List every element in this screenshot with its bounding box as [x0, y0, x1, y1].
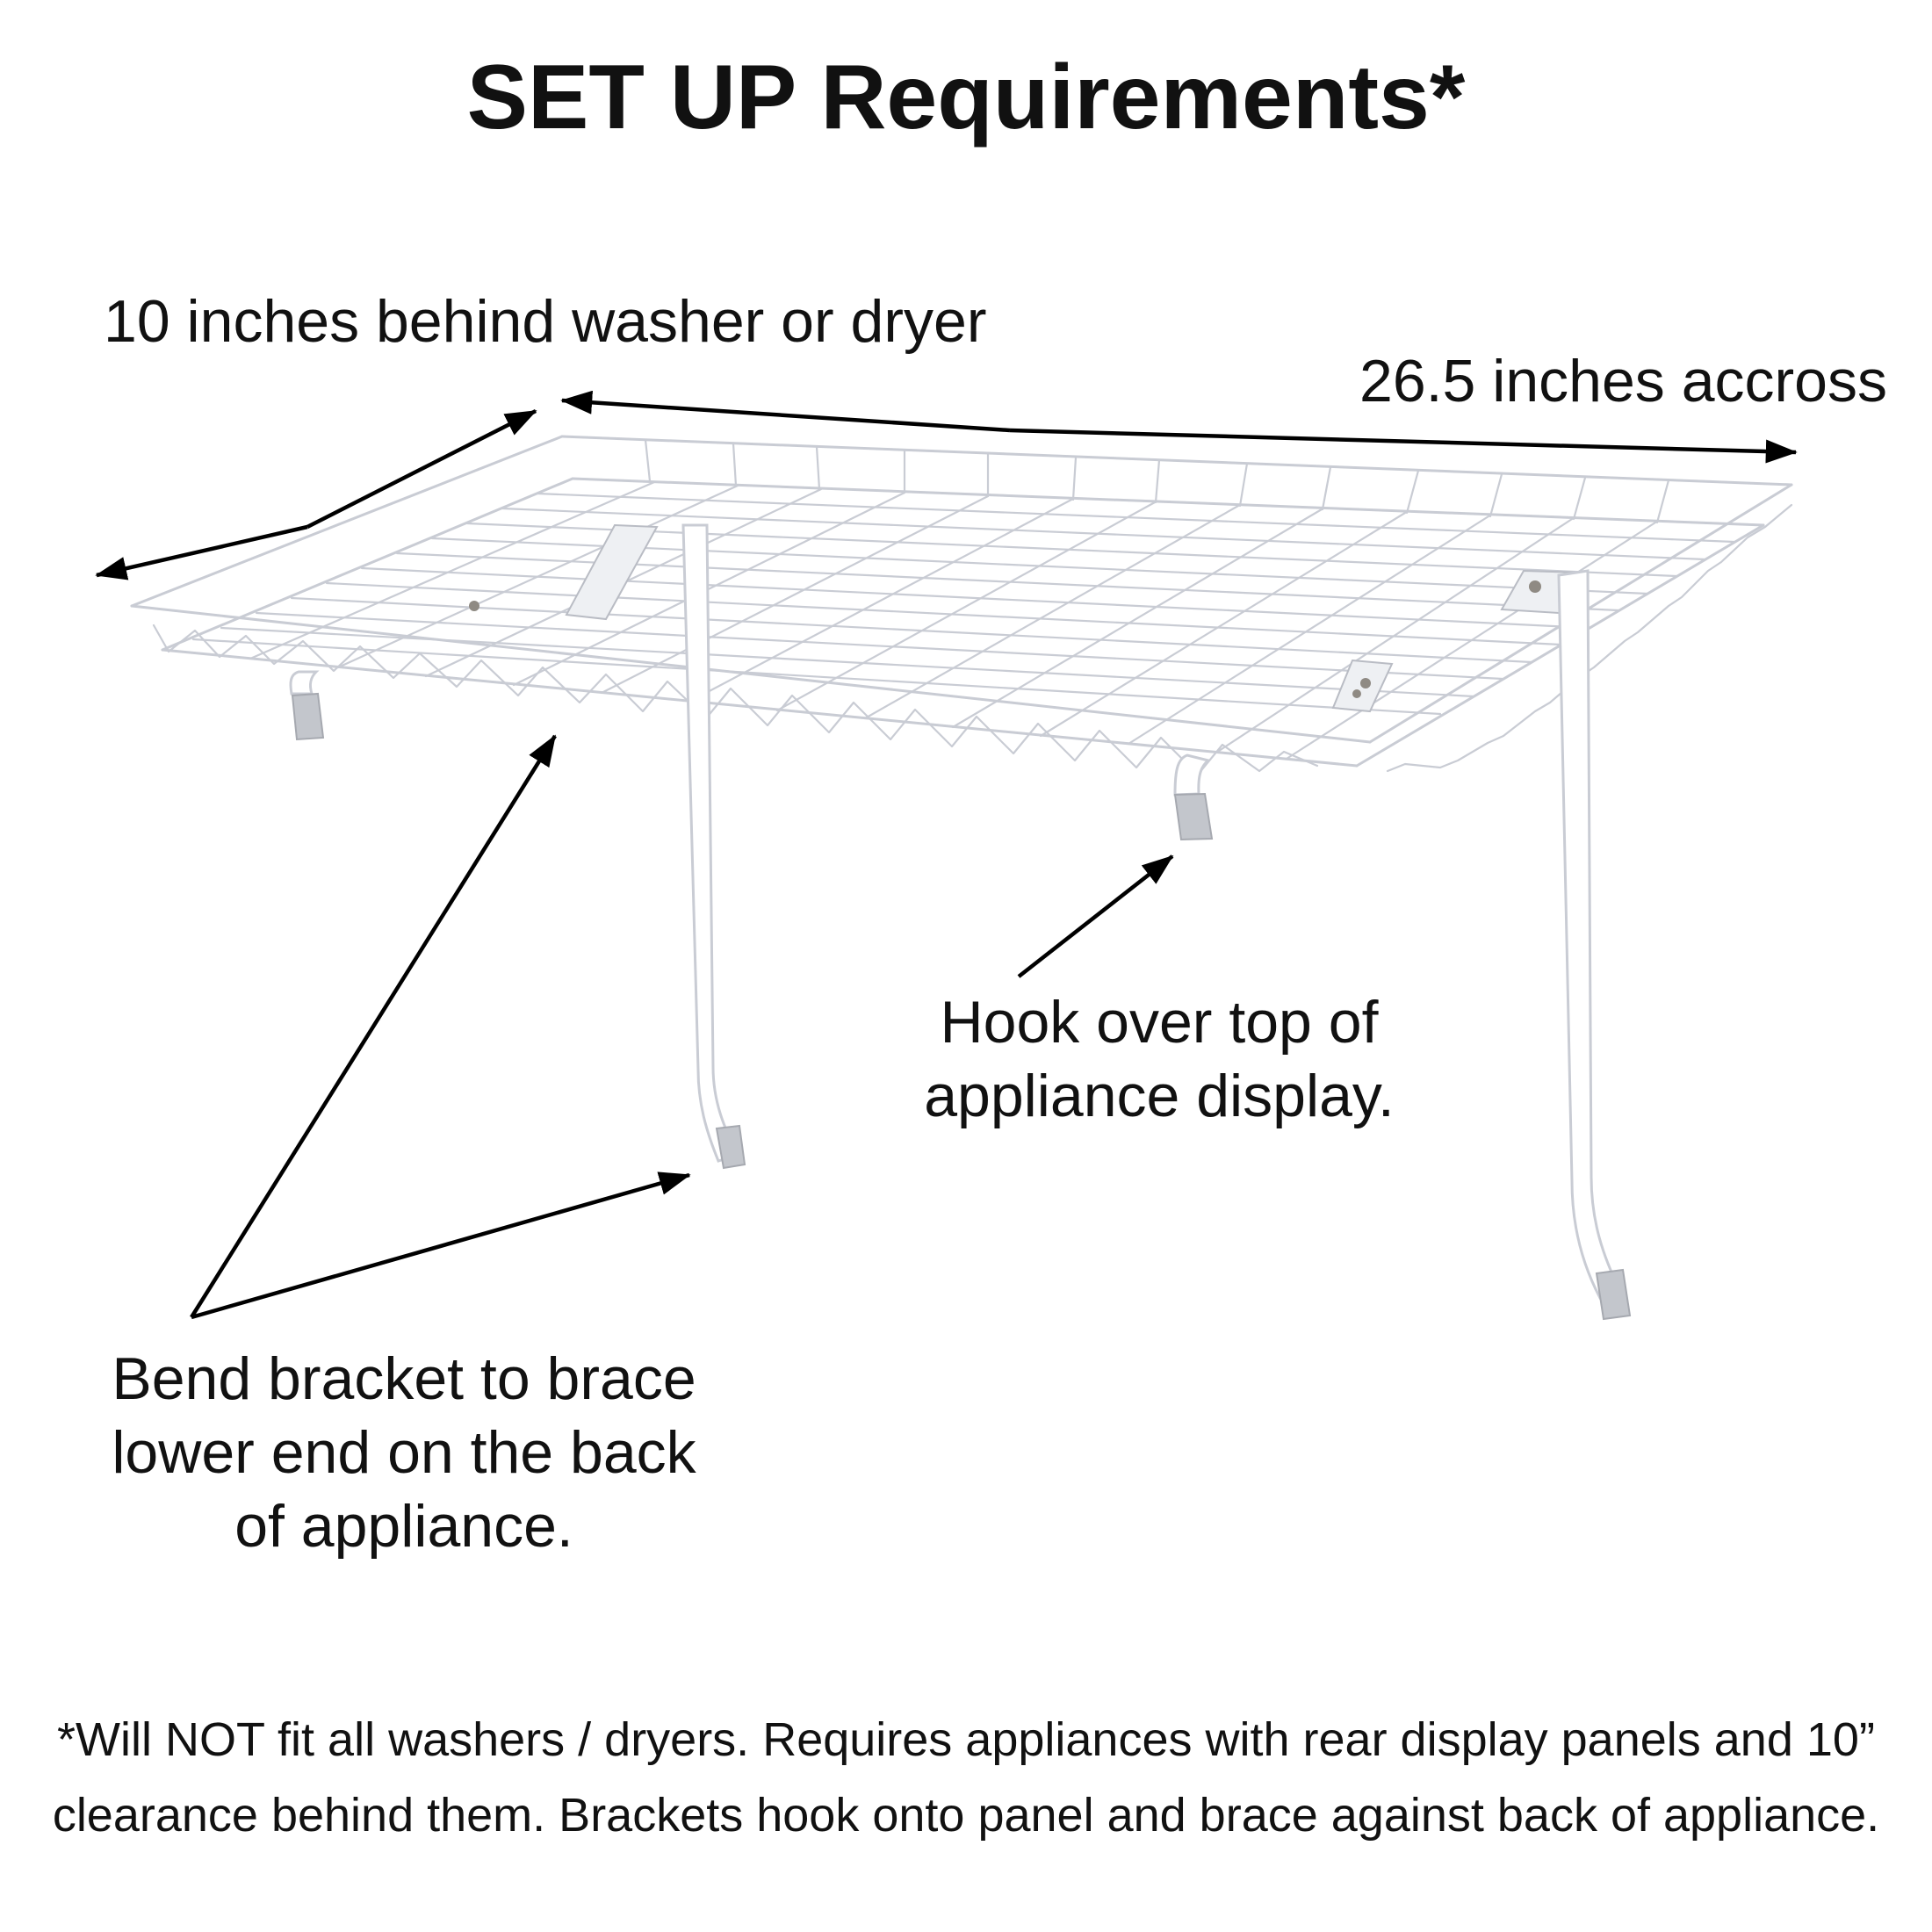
page-title: SET UP Requirements* [466, 47, 1466, 148]
width-arrow [1009, 428, 1798, 464]
mounting-screw [469, 580, 1541, 698]
hook-instruction-line: appliance display. [924, 1063, 1395, 1129]
shelf-cross-wires [249, 480, 1657, 761]
support-bracket-left [681, 523, 746, 1170]
depth-arrow [95, 524, 308, 580]
shelf-front-rail [130, 604, 1372, 744]
bend-instruction-line: Bend bracket to brace [112, 1345, 696, 1412]
shelf-front-zigzag [152, 624, 1319, 776]
footnote-line: *Will NOT fit all washers / dryers. Requ… [57, 1713, 1875, 1766]
hook-instruction-label: Hook over top of appliance display. [878, 985, 1440, 1133]
bend-instruction-line: lower end on the back [112, 1419, 696, 1486]
wire-shelf-illustration [130, 435, 1793, 776]
bend-instruction-line: of appliance. [234, 1493, 573, 1560]
mounting-plate [565, 523, 1582, 713]
footnote: *Will NOT fit all washers / dryers. Requ… [0, 1702, 1932, 1853]
footnote-line: clearance behind them. Brackets hook ont… [52, 1789, 1880, 1842]
hook-left [289, 670, 325, 741]
support-bracket-right [1557, 569, 1632, 1321]
bend-callout-arrow [191, 1171, 691, 1320]
shelf-left-rail [130, 435, 564, 608]
callout-arrows [95, 390, 1798, 1320]
shelf-side-zigzag [1386, 503, 1793, 773]
width-arrow [560, 390, 1011, 433]
bend-instruction-label: Bend bracket to brace lower end on the b… [97, 1342, 711, 1563]
hook-instruction-line: Hook over top of [940, 989, 1379, 1056]
shelf-deck-front [161, 648, 1359, 768]
hook-right [1173, 753, 1214, 841]
shelf-deck-left [161, 477, 574, 652]
shelf-back-posts [644, 438, 1670, 524]
shelf-deck-back [571, 477, 1765, 527]
bend-callout-arrow [190, 734, 557, 1319]
shelf-deck-wires [191, 492, 1736, 716]
width-dimension-label: 26.5 inches accross [1359, 348, 1887, 415]
depth-dimension-label: 10 inches behind washer or dryer [104, 288, 987, 355]
shelf-back-rail [560, 435, 1793, 487]
hook-callout-arrow [1017, 854, 1174, 978]
depth-arrow [306, 408, 537, 530]
